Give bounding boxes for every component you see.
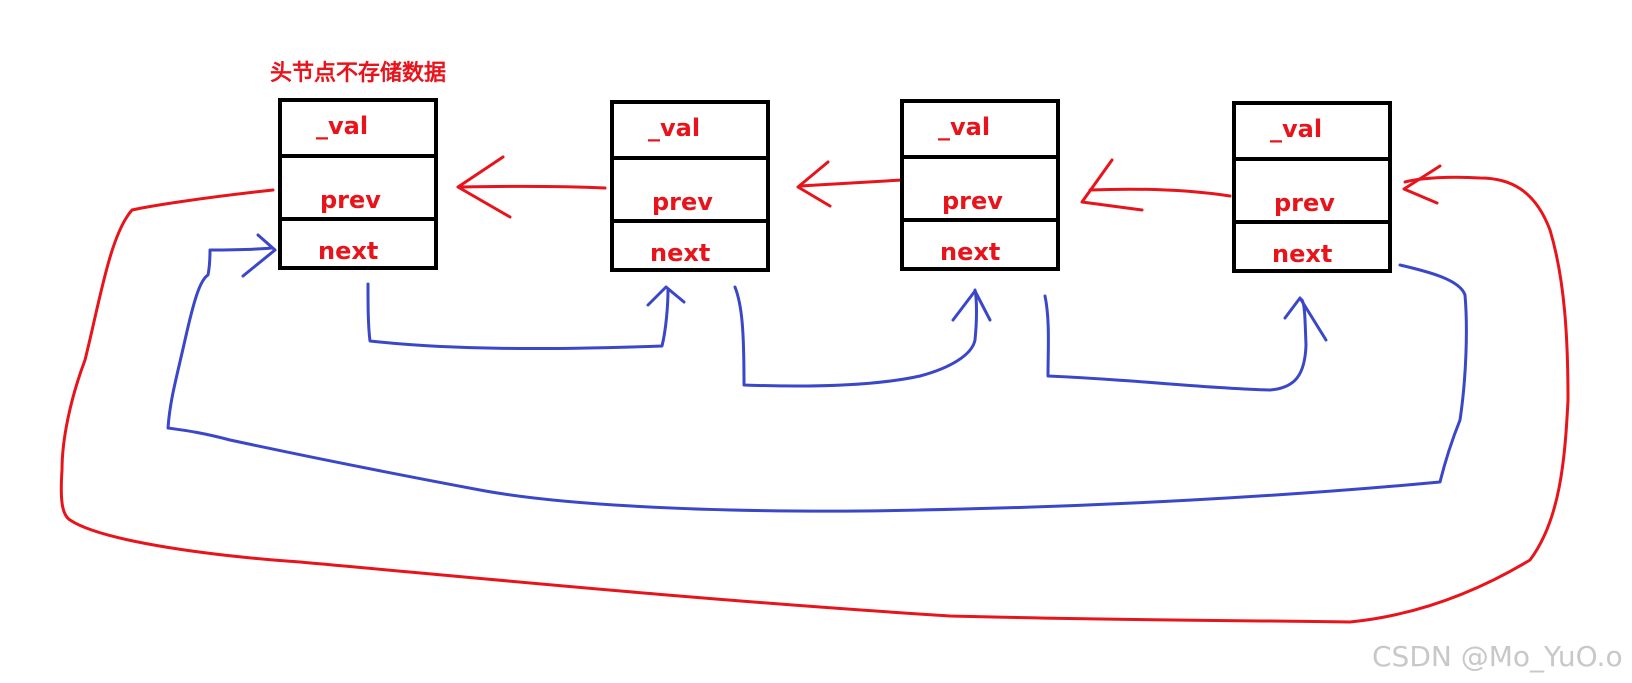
node-next-label: next (318, 237, 379, 265)
node-val-label: _val (1270, 115, 1323, 143)
prev-arrowhead-node4-to-node3 (1080, 158, 1144, 212)
node-next-label: next (650, 239, 711, 267)
node-prev-field: prev (614, 160, 766, 223)
node-val-field: _val (1236, 105, 1388, 161)
node-val-field: _val (904, 103, 1056, 159)
node-prev-label: prev (652, 188, 713, 216)
head-node-note: 头节点不存储数据 (270, 61, 447, 86)
list-node-2: _val prev next (610, 100, 770, 272)
node-prev-label: prev (320, 186, 381, 214)
next-arrowhead-node3-to-node4 (1283, 296, 1328, 342)
next-arrow-tail-to-head (166, 246, 1468, 513)
node-prev-label: prev (1274, 189, 1335, 217)
node-val-label: _val (316, 112, 369, 140)
list-node-head: _val prev next (278, 98, 438, 270)
watermark-text: CSDN @Mo_YuO.o (1372, 640, 1623, 673)
prev-arrowhead-head-to-tail (1402, 164, 1442, 205)
node-next-label: next (940, 238, 1001, 266)
node-val-field: _val (614, 104, 766, 160)
node-val-label: _val (938, 113, 991, 141)
node-next-field: next (904, 222, 1056, 267)
node-prev-field: prev (1236, 161, 1388, 224)
prev-arrow-node2-to-node1 (460, 184, 607, 190)
prev-arrow-node3-to-node2 (798, 178, 904, 188)
node-next-field: next (282, 221, 434, 266)
next-arrow-node1-to-node2 (366, 282, 670, 351)
list-node-3: _val prev next (900, 99, 1060, 271)
node-prev-field: prev (904, 159, 1056, 222)
node-val-field: _val (282, 102, 434, 158)
node-prev-field: prev (282, 158, 434, 221)
node-next-label: next (1272, 240, 1333, 268)
next-arrow-node2-to-node3 (733, 285, 978, 388)
list-node-tail: _val prev next (1232, 101, 1392, 273)
prev-arrow-head-to-tail (59, 175, 1570, 624)
next-arrowhead-node1-to-node2 (646, 285, 686, 307)
prev-arrowhead-node2-to-node1 (456, 155, 512, 219)
next-arrowhead-tail-to-head (241, 233, 277, 278)
node-next-field: next (614, 223, 766, 268)
next-arrowhead-node2-to-node3 (951, 289, 992, 322)
prev-arrow-node4-to-node3 (1088, 187, 1232, 198)
next-arrow-node3-to-node4 (1043, 294, 1308, 392)
prev-arrowhead-node3-to-node2 (796, 160, 832, 208)
node-next-field: next (1236, 224, 1388, 269)
node-val-label: _val (648, 114, 701, 142)
node-prev-label: prev (942, 187, 1003, 215)
